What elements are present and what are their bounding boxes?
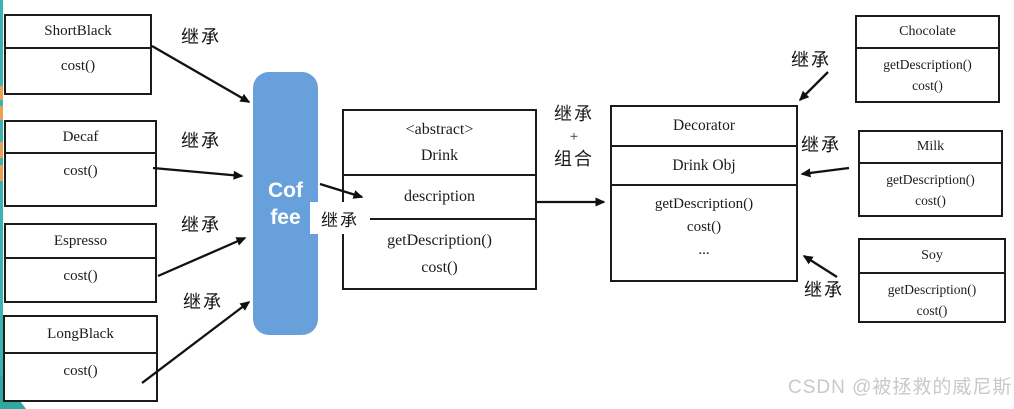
- plus-sign: +: [569, 129, 579, 145]
- class-method: getDescription(): [387, 232, 492, 249]
- class-method: cost(): [916, 303, 948, 318]
- class-method: cost(): [915, 193, 946, 208]
- class-field: Drink Obj: [612, 147, 796, 186]
- class-methods: getDescription() cost(): [344, 220, 535, 281]
- compose-label: 组合: [554, 149, 594, 169]
- inherit-label: 继承: [554, 104, 594, 124]
- arrow-soy-to-decorator: [802, 255, 838, 278]
- class-method: cost(): [63, 268, 98, 284]
- arrow-chocolate-to-decorator: [798, 71, 829, 102]
- arrow-longblack-to-coffee: [141, 301, 251, 384]
- csdn-watermark: CSDN @被拯救的威尼斯: [788, 377, 1013, 398]
- class-box-milk: Milk getDescription() cost(): [858, 130, 1003, 217]
- class-name: Drink: [420, 146, 459, 164]
- class-name: ShortBlack: [6, 16, 150, 49]
- class-name: Decaf: [6, 122, 155, 154]
- inherit-label-coffee-drink: 继承: [310, 202, 370, 234]
- class-name: Chocolate: [857, 17, 998, 49]
- inherit-label: 继承: [181, 215, 221, 235]
- inherit-plus-compose-label: 继承 + 组合: [546, 102, 602, 172]
- class-method: cost(): [912, 78, 943, 93]
- class-box-espresso: Espresso cost(): [4, 223, 157, 303]
- inherit-label: 继承: [181, 27, 221, 47]
- strip-orange-segment: [0, 165, 3, 181]
- ellipsis-label: ...: [698, 242, 710, 258]
- class-method: cost(): [63, 363, 98, 379]
- coffee-label-line1: Cof: [268, 178, 303, 202]
- class-method: cost(): [63, 163, 98, 179]
- class-name: Soy: [860, 240, 1004, 274]
- arrow-decaf-to-coffee: [152, 166, 244, 180]
- strip-orange-segment: [0, 86, 3, 100]
- coffee-label-line2: fee: [270, 205, 301, 229]
- inherit-label: 继承: [183, 292, 223, 312]
- strip-orange-segment: [0, 142, 3, 158]
- class-method: cost(): [60, 58, 96, 74]
- class-methods: getDescription() cost(): [860, 274, 1004, 321]
- class-name: Espresso: [6, 225, 155, 259]
- class-box-chocolate: Chocolate getDescription() cost(): [855, 15, 1000, 103]
- class-method: getDescription(): [883, 57, 972, 72]
- class-method: cost(): [421, 259, 458, 276]
- class-method: cost(): [686, 219, 722, 235]
- class-method: getDescription(): [887, 282, 977, 297]
- stereotype-label: <abstract>: [405, 120, 474, 138]
- arrow-shortblack-to-coffee: [151, 45, 251, 103]
- class-name: LongBlack: [5, 317, 156, 354]
- arrow-espresso-to-coffee: [157, 236, 247, 278]
- left-edge-strip: [0, 0, 3, 409]
- class-methods: getDescription() cost(): [860, 164, 1001, 211]
- class-box-shortblack: ShortBlack cost(): [4, 14, 152, 95]
- class-methods: getDescription() cost(): [857, 49, 998, 96]
- coffee-node: Cof fee: [253, 72, 318, 335]
- class-header: <abstract> Drink: [344, 111, 535, 176]
- class-box-soy: Soy getDescription() cost(): [858, 238, 1006, 323]
- inherit-label: 继承: [801, 135, 841, 155]
- class-method: getDescription(): [886, 172, 975, 187]
- class-attribute: description: [344, 176, 535, 220]
- class-method: getDescription(): [654, 196, 754, 212]
- inherit-label: 继承: [804, 280, 844, 300]
- inherit-label: 继承: [791, 50, 831, 70]
- class-name: Milk: [860, 132, 1001, 164]
- class-box-decorator: Decorator Drink Obj getDescription() cos…: [610, 105, 798, 282]
- inherit-label: 继承: [181, 131, 221, 151]
- strip-orange-segment: [0, 106, 3, 120]
- class-methods: getDescription() cost() ...: [612, 186, 796, 262]
- class-name: Decorator: [612, 107, 796, 147]
- class-box-longblack: LongBlack cost(): [3, 315, 158, 402]
- arrow-milk-to-decorator: [800, 166, 850, 178]
- class-box-drink: <abstract> Drink description getDescript…: [342, 109, 537, 290]
- class-box-decaf: Decaf cost(): [4, 120, 157, 207]
